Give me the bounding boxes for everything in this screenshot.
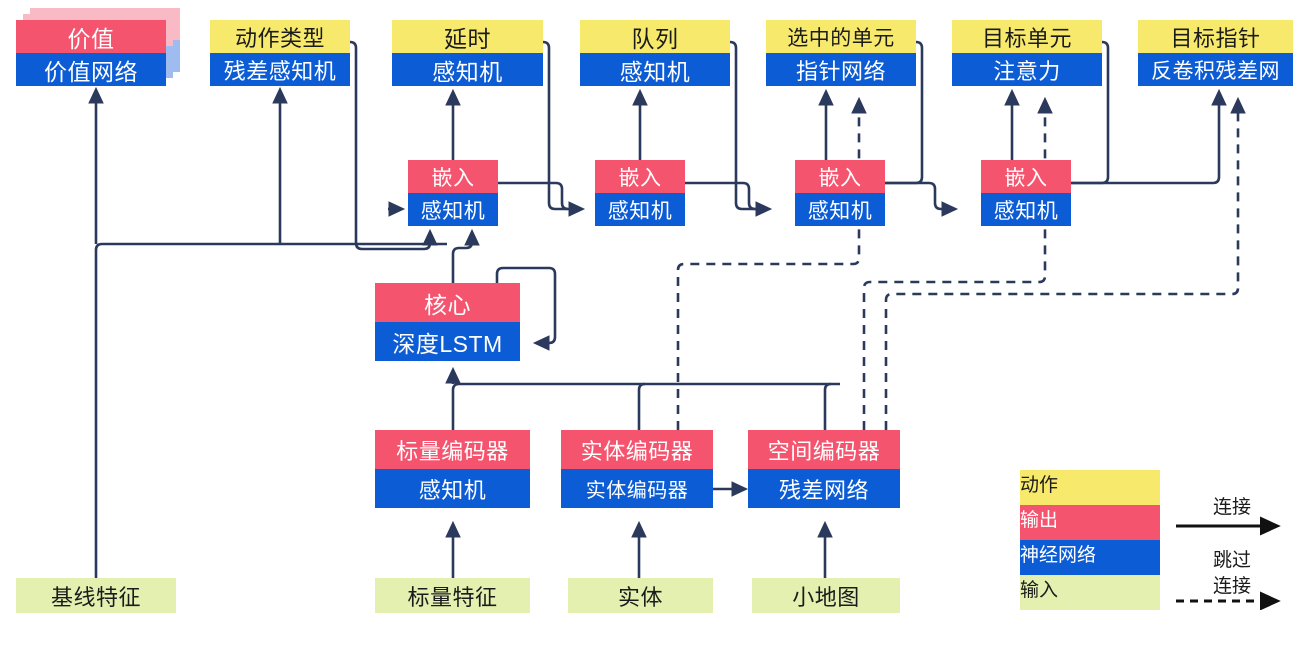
node-selected-units-top-label: 选中的单元 [766, 20, 916, 53]
node-delay[interactable]: 延时 感知机 [392, 20, 543, 86]
node-embed-2-bottom-label: 感知机 [595, 193, 685, 226]
node-target-point-top-label: 目标指针 [1138, 20, 1293, 53]
node-embed-3-bottom-label: 感知机 [795, 193, 885, 226]
node-input-minimap-label: 小地图 [752, 578, 900, 613]
wire-embed1-to-embed2 [498, 181, 586, 217]
node-input-baseline-features-label: 基线特征 [16, 578, 176, 613]
node-action-type-bottom-label: 残差感知机 [210, 53, 350, 86]
node-input-scalar-features[interactable]: 标量特征 [375, 578, 530, 613]
node-selected-units-bottom-label: 指针网络 [766, 53, 916, 86]
node-core-bottom-label: 深度LSTM [375, 322, 520, 361]
node-queue-bottom-label: 感知机 [580, 53, 730, 86]
node-queue-top-label: 队列 [580, 20, 730, 53]
node-target-unit-bottom-label: 注意力 [952, 53, 1102, 86]
node-value-top-label: 价值 [16, 20, 166, 53]
node-embed-4-bottom-label: 感知机 [981, 193, 1071, 226]
legend-swatch-input: 输入 [1020, 575, 1160, 610]
node-input-scalar-features-label: 标量特征 [375, 578, 530, 613]
skip-entityenc-to-selected [676, 96, 867, 430]
node-selected-units[interactable]: 选中的单元 指针网络 [766, 20, 916, 86]
node-embed-4[interactable]: 嵌入 感知机 [981, 160, 1071, 226]
node-input-baseline-features[interactable]: 基线特征 [16, 578, 176, 613]
wire-entityenc-to-hub [637, 382, 646, 430]
wire-core-to-left-hub [94, 242, 447, 251]
legend-connection-label: 连接 [1212, 497, 1251, 518]
node-queue[interactable]: 队列 感知机 [580, 20, 730, 86]
wire-embed3-to-embed4 [885, 181, 959, 217]
legend-swatch-action: 动作 [1020, 470, 1160, 505]
node-scalar-encoder-top-label: 标量编码器 [375, 430, 530, 469]
node-spatial-encoder-top-label: 空间编码器 [748, 430, 900, 469]
node-value-bottom-label: 价值网络 [16, 53, 166, 86]
wire-core-up [451, 246, 466, 283]
node-embed-1-top-label: 嵌入 [408, 160, 498, 193]
node-entity-encoder[interactable]: 实体编码器 实体编码器 [561, 430, 713, 508]
node-entity-encoder-top-label: 实体编码器 [561, 430, 713, 469]
node-embed-1[interactable]: 嵌入 感知机 [408, 160, 498, 226]
legend-swatches: 动作 输出 神经网络 输入 [1020, 470, 1160, 610]
node-input-minimap[interactable]: 小地图 [752, 578, 900, 613]
node-target-point-bottom-label: 反卷积残差网 [1138, 53, 1293, 86]
node-value[interactable]: 价值 价值网络 [16, 20, 166, 86]
node-delay-top-label: 延时 [392, 20, 543, 53]
node-target-unit-top-label: 目标单元 [952, 20, 1102, 53]
node-target-point[interactable]: 目标指针 反卷积残差网 [1138, 20, 1293, 86]
node-delay-bottom-label: 感知机 [392, 53, 543, 86]
wire-delay-head-down [542, 40, 568, 211]
node-embed-3-top-label: 嵌入 [795, 160, 885, 193]
skip-spatialenc-to-targetpoint [884, 96, 1246, 430]
node-entity-encoder-bottom-label: 实体编码器 [561, 469, 713, 508]
node-spatial-encoder[interactable]: 空间编码器 残差网络 [748, 430, 900, 508]
node-embed-1-bottom-label: 感知机 [408, 193, 498, 226]
node-embed-4-top-label: 嵌入 [981, 160, 1071, 193]
wire-scalarenc-to-hub [451, 382, 840, 430]
skip-spatialenc-to-targetunit [862, 96, 1053, 430]
node-embed-3[interactable]: 嵌入 感知机 [795, 160, 885, 226]
node-input-entities[interactable]: 实体 [568, 578, 713, 613]
wire-spatialenc-to-hub [823, 382, 832, 430]
node-core[interactable]: 核心 深度LSTM [375, 283, 520, 361]
legend-skip-label-line2: 连接 [1212, 576, 1251, 597]
node-input-entities-label: 实体 [568, 578, 713, 613]
wire-core-to-embed1 [464, 228, 480, 250]
wire-queue-head-down [729, 40, 755, 211]
wire-embed4-to-targetpoint [1071, 88, 1227, 185]
node-action-type[interactable]: 动作类型 残差感知机 [210, 20, 350, 86]
node-core-top-label: 核心 [375, 283, 520, 322]
wire-embed2-to-embed3 [685, 181, 773, 217]
node-spatial-encoder-bottom-label: 残差网络 [748, 469, 900, 508]
node-embed-2-top-label: 嵌入 [595, 160, 685, 193]
node-scalar-encoder[interactable]: 标量编码器 感知机 [375, 430, 530, 508]
node-target-unit[interactable]: 目标单元 注意力 [952, 20, 1102, 86]
node-embed-2[interactable]: 嵌入 感知机 [595, 160, 685, 226]
legend-swatch-network: 神经网络 [1020, 540, 1160, 575]
legend-skip-label-line1: 跳过 [1212, 550, 1251, 571]
node-scalar-encoder-bottom-label: 感知机 [375, 469, 530, 508]
legend-arrow-glyphs [1176, 516, 1281, 610]
legend-arrows: 连接 跳过 连接 [1172, 470, 1292, 610]
legend-swatch-output: 输出 [1020, 505, 1160, 540]
node-action-type-top-label: 动作类型 [210, 20, 350, 53]
